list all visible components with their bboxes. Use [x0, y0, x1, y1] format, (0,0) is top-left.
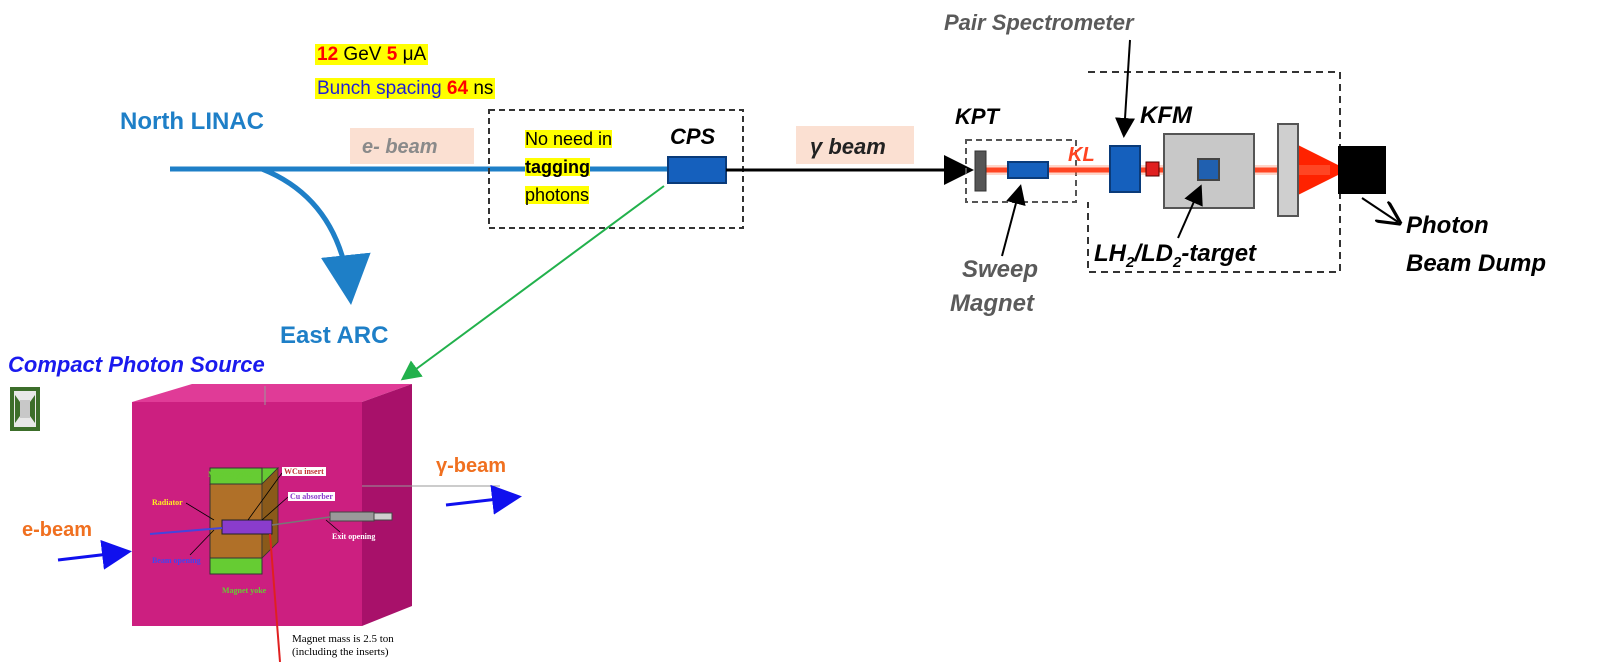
beam-dump-line1: Photon [1406, 212, 1489, 239]
kfm-pointer [1115, 39, 1135, 138]
gamma-beam-label-bg [796, 126, 914, 164]
north-linac-label: North LINAC [120, 108, 264, 135]
gamma-beam-arrow [445, 484, 522, 515]
cps-detail-pointer [400, 185, 665, 381]
photon-beam-dump[interactable] [1338, 146, 1386, 194]
spectrometer-plane [1277, 123, 1299, 217]
cps-label: CPS [670, 124, 716, 149]
kpt-label: KPT [955, 104, 999, 129]
sweep-magnet[interactable] [1007, 161, 1049, 179]
spacing-unit: ns [468, 78, 494, 99]
gamma-beam-label: γ beam [810, 134, 886, 159]
cps-cube [132, 384, 500, 662]
no-need-line1: No need in [525, 129, 613, 149]
kfm-block[interactable] [1109, 145, 1141, 193]
energy-value: 12 [317, 44, 339, 65]
kpt-target[interactable] [974, 150, 987, 192]
e-beam-detail-label: e-beam [22, 519, 93, 541]
beam-dump-line2: Beam Dump [1406, 250, 1547, 277]
gamma-beam-detail-label: γ-beam [436, 455, 507, 477]
bunch-spacing-label: Bunch spacing 64 ns [315, 78, 496, 99]
no-need-line3: photons [525, 185, 590, 205]
kl-label: KL [1068, 144, 1095, 166]
target-pointer [1177, 184, 1203, 239]
energy-current-label: 12 GeV 5 μA [315, 44, 429, 65]
spacing-text: Bunch spacing [317, 78, 447, 99]
e-beam-label: e- beam [362, 136, 438, 158]
beam-dump-pointer [1361, 197, 1398, 222]
cu-absorber-label: Cu absorber [288, 492, 335, 501]
east-arc-curve [261, 166, 371, 305]
target-cell[interactable] [1197, 158, 1220, 181]
east-arc-label: East ARC [280, 322, 389, 349]
magnet-yoke-bottom-label: Magnet yoke [222, 586, 267, 595]
e-beam-arrow [57, 539, 132, 570]
sweep-line2: Magnet [950, 290, 1034, 317]
spectrometer-dashed-box [1087, 71, 1341, 273]
beam-opening-label: Beam opening [152, 556, 201, 565]
radiator-label: Radiator [152, 498, 183, 507]
target-label: LH2/LD2-target [1094, 240, 1257, 271]
e-beam-label-bg [350, 128, 474, 164]
shutter-icon [10, 387, 40, 431]
magnet-mass-line1: Magnet mass is 2.5 ton [292, 633, 394, 645]
cps-block[interactable] [667, 156, 727, 184]
current-unit: μA [397, 44, 427, 65]
cps-detail-title: Compact Photon Source [8, 352, 265, 377]
sweep-line1: Sweep [962, 256, 1039, 283]
magnet-mass-line2: (including the inserts) [292, 646, 389, 658]
magnet-yoke-top-label: Magnet yoke [208, 470, 253, 479]
exit-opening-label: Exit opening [332, 532, 376, 541]
kfm-label: KFM [1140, 102, 1192, 129]
wcu-insert-label: WCu insert [282, 467, 326, 476]
energy-unit: GeV [338, 44, 387, 65]
no-need-line2: tagging [525, 157, 590, 177]
spacing-value: 64 [446, 78, 469, 99]
pair-spectrometer-label: Pair Spectrometer [944, 10, 1134, 35]
sweep-magnet-pointer [1001, 184, 1026, 257]
kfm-small-red [1145, 161, 1160, 177]
current-value: 5 [386, 44, 398, 65]
